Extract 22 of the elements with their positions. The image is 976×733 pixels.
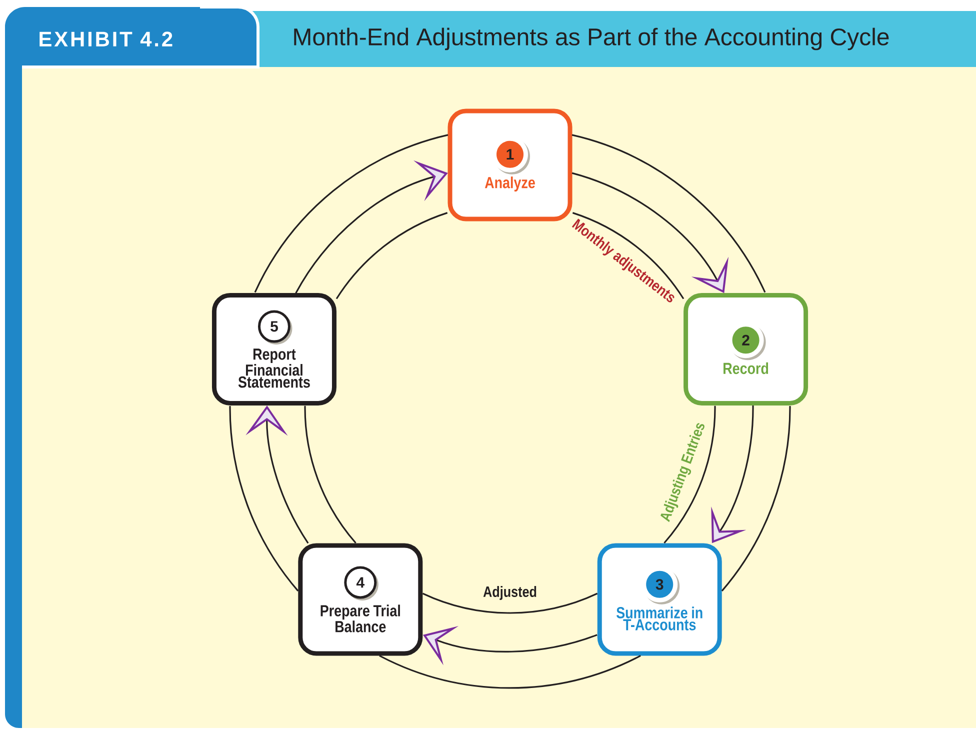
arc-line [664,406,716,544]
number-badge: 3 [642,566,680,604]
step-box: Prepare Trial Balance 4 [298,543,423,656]
title-banner: Month-End Adjustments as Part of the Accounting Cycle [240,11,976,67]
number-badge: 4 [344,566,378,600]
arc-line [379,654,641,689]
arc-line [229,406,299,592]
arc-line [721,406,791,592]
arc-line [572,212,684,300]
number-badge: 1 [492,136,530,174]
edge-label: Adjusted [483,586,536,600]
arc-line [572,134,766,293]
step-box: Record 2 [684,292,808,406]
arc-line [304,406,356,544]
arc-line [336,212,448,300]
arc-line [254,134,448,293]
arc-line [422,592,598,614]
step-box: Report Financial Statements 5 [212,292,336,406]
number-badge: 5 [258,310,292,344]
step-box: Summarize in T-Accounts 3 [597,543,722,656]
number-badge: 2 [728,322,766,360]
step-box: Analyze 1 [448,108,572,222]
